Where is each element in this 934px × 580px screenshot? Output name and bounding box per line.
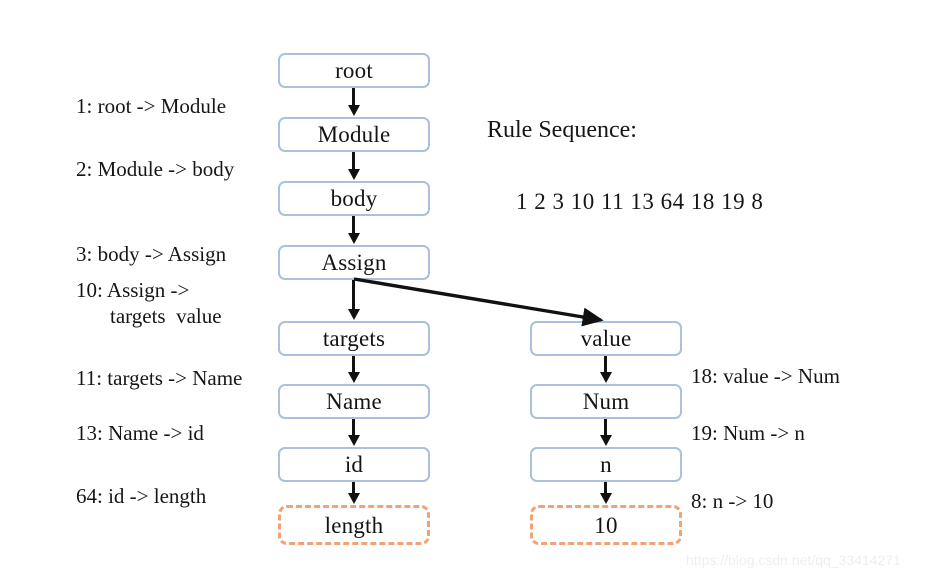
watermark-text: https://blog.csdn.net/qq_33414271 [686,552,901,568]
rule-sequence-values: 1 2 3 10 11 13 64 18 19 8 [516,189,764,214]
arrowhead-icon [348,169,360,180]
tree-node-label: Num [582,389,630,414]
arrowhead-icon [600,493,612,504]
edge-targets-name [352,356,355,374]
tree-node-10-terminal: 10 [530,505,682,545]
tree-node-root: root [278,53,430,88]
tree-node-label: targets [322,326,386,351]
tree-node-label: Module [317,122,391,147]
arrowhead-icon [348,309,360,320]
rule-label-10: 10: Assign -> [76,278,190,302]
arrowhead-icon [348,493,360,504]
tree-node-value: value [530,321,682,356]
rule-label-3: 3: body -> Assign [76,242,227,266]
tree-node-label: n [600,452,612,477]
tree-node-label: length [324,512,384,538]
rule-label-19: 19: Num -> n [691,421,805,445]
tree-node-assign: Assign [278,245,430,280]
rule-label-2: 2: Module -> body [76,157,235,181]
rule-label-64: 64: id -> length [76,484,207,508]
tree-node-targets: targets [278,321,430,356]
tree-node-label: body [330,186,378,211]
tree-node-length-terminal: length [278,505,430,545]
tree-node-body: body [278,181,430,216]
arrowhead-icon [348,372,360,383]
rule-sequence-title: Rule Sequence: [487,117,637,143]
tree-node-name: Name [278,384,430,419]
arrowhead-icon [348,105,360,116]
tree-node-label: id [344,452,364,477]
edge-id-length [352,482,355,495]
arrowhead-icon [600,435,612,446]
edge-body-assign [352,216,355,235]
rule-label-18: 18: value -> Num [691,364,840,388]
edge-value-num [604,356,607,374]
tree-node-label: root [335,58,373,83]
tree-node-label: value [580,326,632,351]
arrowhead-icon [348,435,360,446]
rule-label-10-cont: targets value [110,304,222,328]
tree-node-label: Name [326,389,382,414]
edge-name-id [352,419,355,437]
rule-label-8: 8: n -> 10 [691,489,774,513]
tree-node-label: Assign [321,250,387,275]
tree-node-module: Module [278,117,430,152]
rule-label-13: 13: Name -> id [76,421,204,445]
tree-node-num: Num [530,384,682,419]
arrowhead-icon [348,233,360,244]
edge-assign-targets [352,280,355,311]
arrowhead-icon [600,372,612,383]
edge-root-module [352,88,355,107]
tree-node-n: n [530,447,682,482]
edge-n-10 [604,482,607,495]
tree-node-id: id [278,447,430,482]
rule-label-11: 11: targets -> Name [76,366,243,390]
rule-label-1: 1: root -> Module [76,94,227,118]
edge-num-n [604,419,607,437]
edge-module-body [352,152,355,171]
tree-node-label: 10 [594,512,618,538]
